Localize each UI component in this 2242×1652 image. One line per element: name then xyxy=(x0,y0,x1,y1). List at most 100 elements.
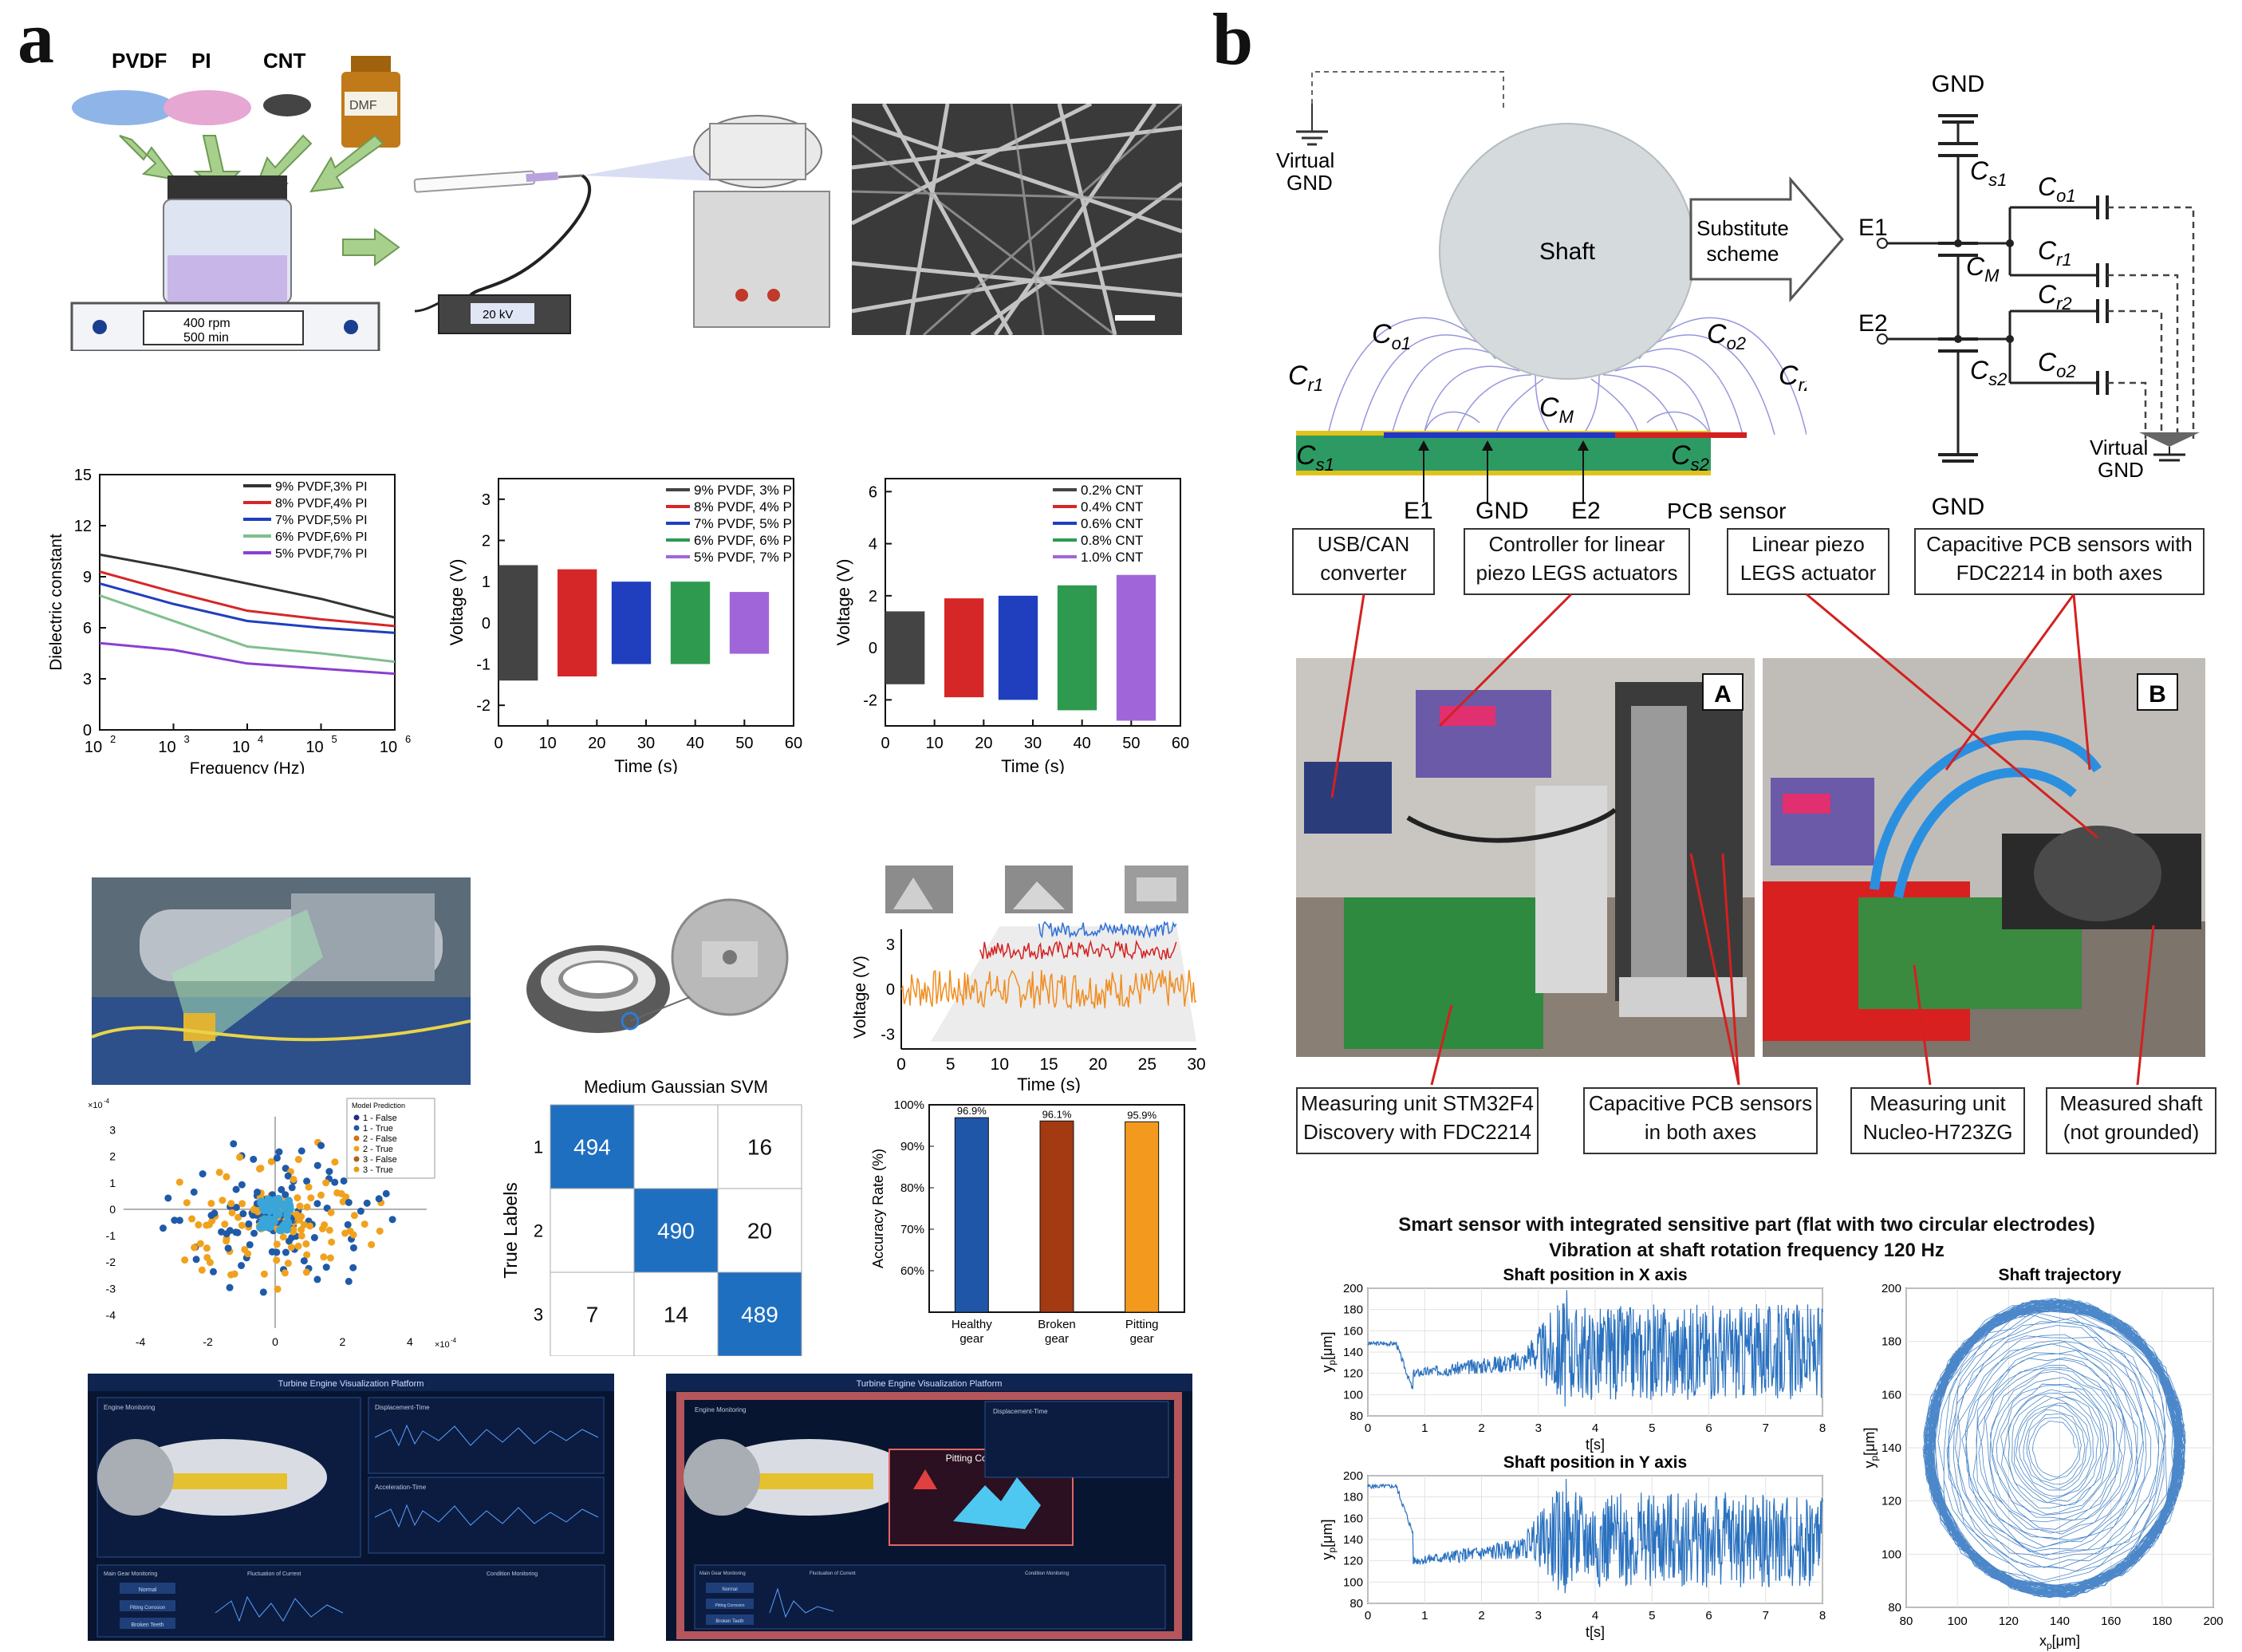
virtual-gnd-label: Virtual xyxy=(1276,148,1334,172)
scatter-point xyxy=(284,1172,292,1180)
legend-label: 2 - True xyxy=(363,1145,393,1154)
substitute-label: Substitute xyxy=(1696,216,1789,240)
callout-line: Linear piezo xyxy=(1751,532,1865,556)
x-tick-label: 10 xyxy=(305,739,323,756)
x-tick-exponent: 5 xyxy=(332,733,337,745)
signal-block xyxy=(885,611,925,684)
x-tick-label: 15 xyxy=(1039,1055,1058,1074)
scatter-point xyxy=(159,1224,167,1232)
y-tick-label: 180 xyxy=(1343,1491,1363,1504)
scatter-point xyxy=(361,1220,368,1228)
legend-label: 7% PVDF, 5% PI xyxy=(694,516,796,531)
x-tick-label: 5 xyxy=(946,1055,956,1074)
scatter-point xyxy=(349,1264,357,1272)
scatter-point xyxy=(183,1199,191,1207)
signal-block xyxy=(611,582,652,664)
callout-line: converter xyxy=(1320,561,1407,585)
legend-label: 0.8% CNT xyxy=(1081,533,1143,548)
scatter-point xyxy=(322,1179,330,1187)
engine-test-photo xyxy=(92,877,471,1085)
chart-title: Medium Gaussian SVM xyxy=(584,1077,768,1097)
healthy-signal xyxy=(900,968,1197,1010)
y-tick-label: 140 xyxy=(1343,1346,1363,1359)
scatter-point xyxy=(203,1244,211,1252)
scatter-point xyxy=(231,1270,238,1278)
scatter-point xyxy=(273,1256,281,1264)
x-tick-label: 0 xyxy=(896,1055,906,1074)
dashboard-section: Fluctuation of Current xyxy=(810,1571,856,1576)
scatter-point xyxy=(290,1228,297,1236)
matrix-cell xyxy=(717,1188,802,1273)
scatter-point xyxy=(238,1200,246,1208)
scatter-point xyxy=(325,1226,333,1234)
y-tick-label: 9 xyxy=(83,569,92,586)
x-tick-label: 20 xyxy=(1089,1055,1107,1074)
x-tick-label: Broken xyxy=(1038,1318,1076,1331)
scatter-point xyxy=(382,1189,390,1197)
x-axis-label: xp[μm] xyxy=(2039,1633,2080,1651)
scatter-point xyxy=(375,1195,383,1203)
y-tick-label: 80% xyxy=(900,1181,924,1195)
legend-label: 7% PVDF,5% PI xyxy=(275,514,368,527)
x-tick-label: gear xyxy=(1130,1332,1154,1346)
scatter-point xyxy=(175,1216,183,1224)
y-tick-label: 1 xyxy=(534,1137,543,1157)
dashboard-title: Turbine Engine Visualization Platform xyxy=(278,1379,424,1389)
material-label-cnt: CNT xyxy=(263,49,306,73)
scatter-point xyxy=(226,1283,234,1291)
callout-capacitive-both-axes: Capacitive PCB sensors in both axes xyxy=(1583,1087,1818,1154)
x-tick-label: 4 xyxy=(407,1335,413,1348)
y-axis-label: Dielectric constant xyxy=(47,534,65,671)
scatter-point xyxy=(283,1211,292,1220)
scatter-point xyxy=(207,1200,215,1208)
x-tick-exponent: 6 xyxy=(405,733,411,745)
cap-label-cs1: Cs1 xyxy=(1296,440,1334,475)
shaft-y-chart: Shaft position in Y axis2001801601401201… xyxy=(1319,1453,1826,1640)
scatter-point xyxy=(273,1240,281,1248)
scatter-point xyxy=(320,1253,328,1261)
scatter-point xyxy=(344,1220,352,1228)
confusion-matrix-chart: Medium Gaussian SVM494164902071448911223… xyxy=(502,1077,802,1356)
scatter-point xyxy=(190,1188,198,1196)
hv-supply-value: 20 kV xyxy=(483,308,513,321)
scatter-point xyxy=(317,1191,325,1199)
y-exponent-sup: -4 xyxy=(104,1098,110,1105)
y-tick-label: 3 xyxy=(534,1305,543,1325)
x-tick-label: 160 xyxy=(2101,1615,2121,1628)
x-tick-label: 5 xyxy=(1649,1609,1655,1622)
scatter-point xyxy=(296,1202,304,1210)
scatter-point xyxy=(232,1204,240,1212)
y-tick-label: 12 xyxy=(74,518,92,535)
y-tick-label: 90% xyxy=(900,1140,924,1153)
equivalent-circuit: GND GND E1 E2 xyxy=(1858,71,2200,520)
x-tick-label: 1 xyxy=(1421,1609,1428,1622)
legend-marker xyxy=(353,1166,360,1173)
legend-label: 9% PVDF, 3% PI xyxy=(694,483,796,498)
accuracy-bar xyxy=(1039,1120,1074,1313)
scatter-point xyxy=(223,1173,231,1181)
x-exponent-sup: -4 xyxy=(451,1337,457,1344)
x-tick-label: 10 xyxy=(991,1055,1009,1074)
legend-label: 3 - False xyxy=(363,1155,397,1165)
series-line xyxy=(99,570,396,628)
y-tick-label: 180 xyxy=(1343,1303,1363,1317)
x-tick-label: 2 xyxy=(1478,1609,1484,1622)
virtual-gnd-label: GND xyxy=(1286,171,1333,195)
pcb-board xyxy=(1296,435,1711,471)
plot-frame xyxy=(99,474,396,731)
substitute-scheme-arrow: Substitute scheme xyxy=(1689,175,1844,303)
x-tick-label: 0 xyxy=(494,735,502,752)
x-tick-label: 30 xyxy=(637,735,655,752)
y-tick-label: 6 xyxy=(869,483,877,501)
scatter-point xyxy=(267,1157,275,1165)
x-tick-label: 30 xyxy=(1024,735,1042,752)
y-tick-label: 15 xyxy=(74,467,92,484)
scatter-point xyxy=(188,1215,196,1223)
y-tick-label: 2 xyxy=(109,1150,116,1163)
cap-label-cs2: Cs2 xyxy=(1970,356,2007,389)
scatter-point xyxy=(376,1227,384,1235)
scatter-point xyxy=(300,1257,308,1265)
y-axis-label: yp[μm] xyxy=(1319,1519,1338,1559)
scatter-point xyxy=(171,1216,179,1224)
